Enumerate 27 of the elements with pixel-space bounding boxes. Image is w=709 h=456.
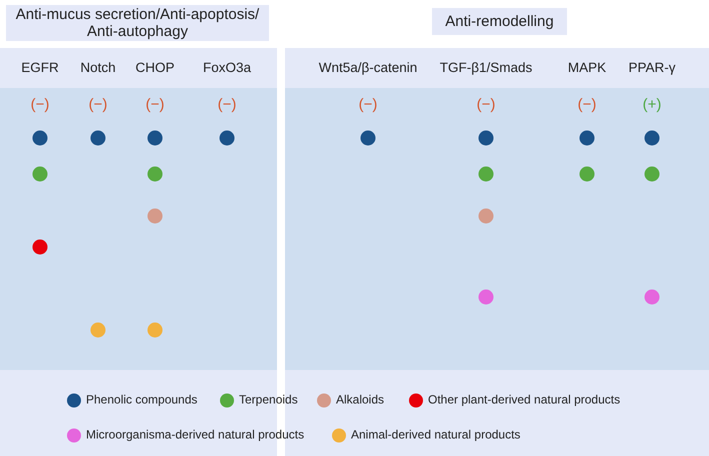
column-header: MAPK [568, 59, 606, 77]
column-header: TGF-β1/Smads [440, 59, 532, 77]
panel [285, 48, 709, 370]
sign-label: (−) [578, 96, 596, 114]
sign-label: (−) [88, 96, 108, 114]
legend-label: Phenolic compounds [86, 392, 198, 408]
legend-label: Animal-derived natural products [351, 428, 520, 442]
column-header: CHOP [136, 59, 174, 77]
sign-label: (−) [218, 96, 236, 114]
heading-box [432, 8, 567, 35]
legend-label: Microorganisma-derived natural products [86, 428, 304, 442]
column-header: PPAR-γ [628, 59, 676, 77]
column-header: EGFR [21, 59, 59, 77]
sign-label: (−) [476, 96, 496, 114]
sign-label: (−) [30, 96, 50, 114]
legend-label: Other plant-derived natural products [428, 392, 620, 408]
heading-text: Anti-mucus secretion/Anti-apoptosis/Anti-autophagy [14, 6, 260, 40]
sign-label: (+) [642, 96, 662, 114]
sign-label: (−) [146, 96, 164, 114]
sign-label: (−) [358, 96, 378, 114]
heading-text: Anti-remodelling [445, 13, 554, 30]
legend-label: Terpenoids [239, 392, 298, 408]
panel [0, 48, 277, 370]
legend-label: Alkaloids [336, 392, 384, 408]
column-header: Wnt5a/β-catenin [318, 59, 418, 77]
column-header: FoxO3a [202, 59, 252, 77]
column-header: Notch [80, 59, 116, 77]
